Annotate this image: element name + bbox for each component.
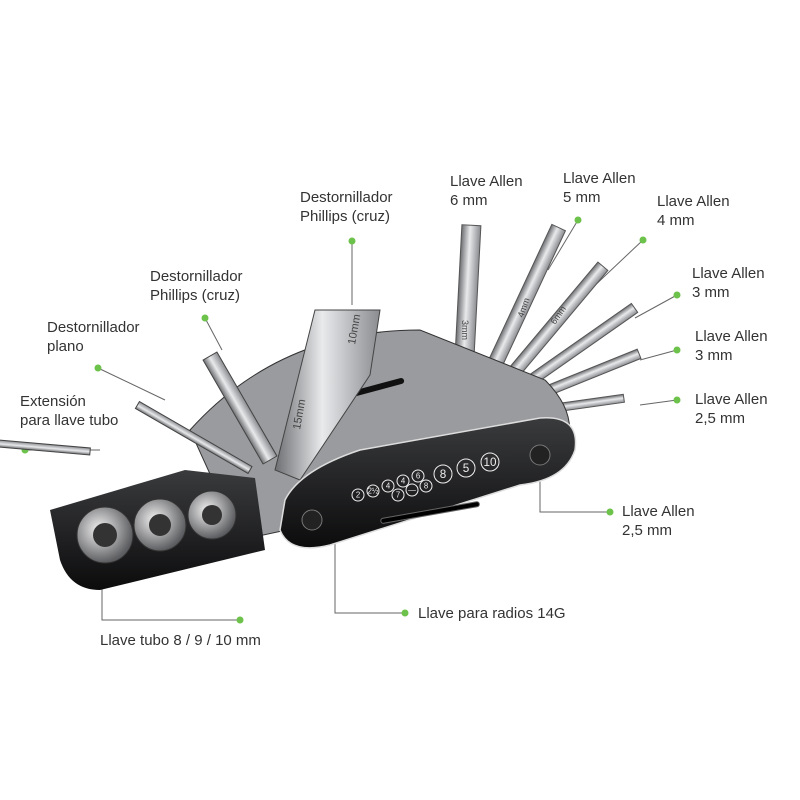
size-marking: 8 [424, 482, 428, 491]
flat-screwdriver [134, 400, 253, 475]
size-marking: 2½ [368, 487, 379, 496]
size-marking: 5 [463, 462, 470, 475]
body-size-markings: 2 2½ 4 4 6 7 — 8 8 5 10 [351, 452, 500, 502]
label-socket-wrench: Llave tubo 8 / 9 / 10 mm [100, 632, 261, 649]
size-marking: 2 [356, 491, 360, 500]
size-marking-ring [351, 488, 365, 502]
body-front-slot [380, 501, 480, 524]
size-marking-ring [405, 483, 419, 497]
size-marking: 6 [416, 472, 420, 481]
body-bolt-right [529, 444, 551, 466]
leader-allen-5 [547, 219, 579, 271]
size-marking-ring [381, 479, 395, 493]
extension-bar [0, 434, 91, 456]
leader-phillips-left [204, 317, 223, 351]
size-marking-ring [419, 479, 433, 493]
size-marking-ring [480, 452, 500, 472]
sockets [76, 490, 237, 564]
marking-15mm: 15mm [291, 398, 308, 430]
body-slot [345, 378, 405, 398]
size-marking-ring [456, 458, 476, 478]
leader-spoke [334, 520, 405, 614]
size-marking: 4 [386, 482, 391, 491]
size-marking-ring [391, 488, 405, 502]
marking-10mm: 10mm [346, 313, 363, 345]
size-marking: 8 [440, 468, 447, 481]
leader-allen-25a [639, 399, 678, 406]
left-tools [0, 309, 381, 481]
size-marking-ring [411, 469, 425, 483]
size-marking: 10 [483, 456, 497, 469]
leader-allen-3a [634, 294, 678, 319]
marking-key-6: 3mm [460, 320, 470, 340]
size-marking-ring [366, 484, 380, 498]
leader-flat [97, 367, 166, 401]
leader-lines [25, 219, 678, 621]
leader-sockets [101, 580, 240, 621]
leader-allen-3b [639, 349, 678, 361]
leader-allen-25b [539, 480, 610, 513]
wrench-plate [274, 309, 381, 481]
phillips-screwdriver-left [202, 351, 278, 465]
size-marking-ring [396, 474, 410, 488]
body-front-plate [279, 417, 577, 549]
size-marking: — [408, 486, 416, 495]
size-marking: 7 [396, 491, 400, 500]
size-marking-ring [433, 464, 453, 484]
size-marking: 4 [401, 477, 406, 486]
body-bolt-left [301, 509, 323, 531]
label-spoke-wrench: Llave para radios 14G [418, 605, 566, 622]
